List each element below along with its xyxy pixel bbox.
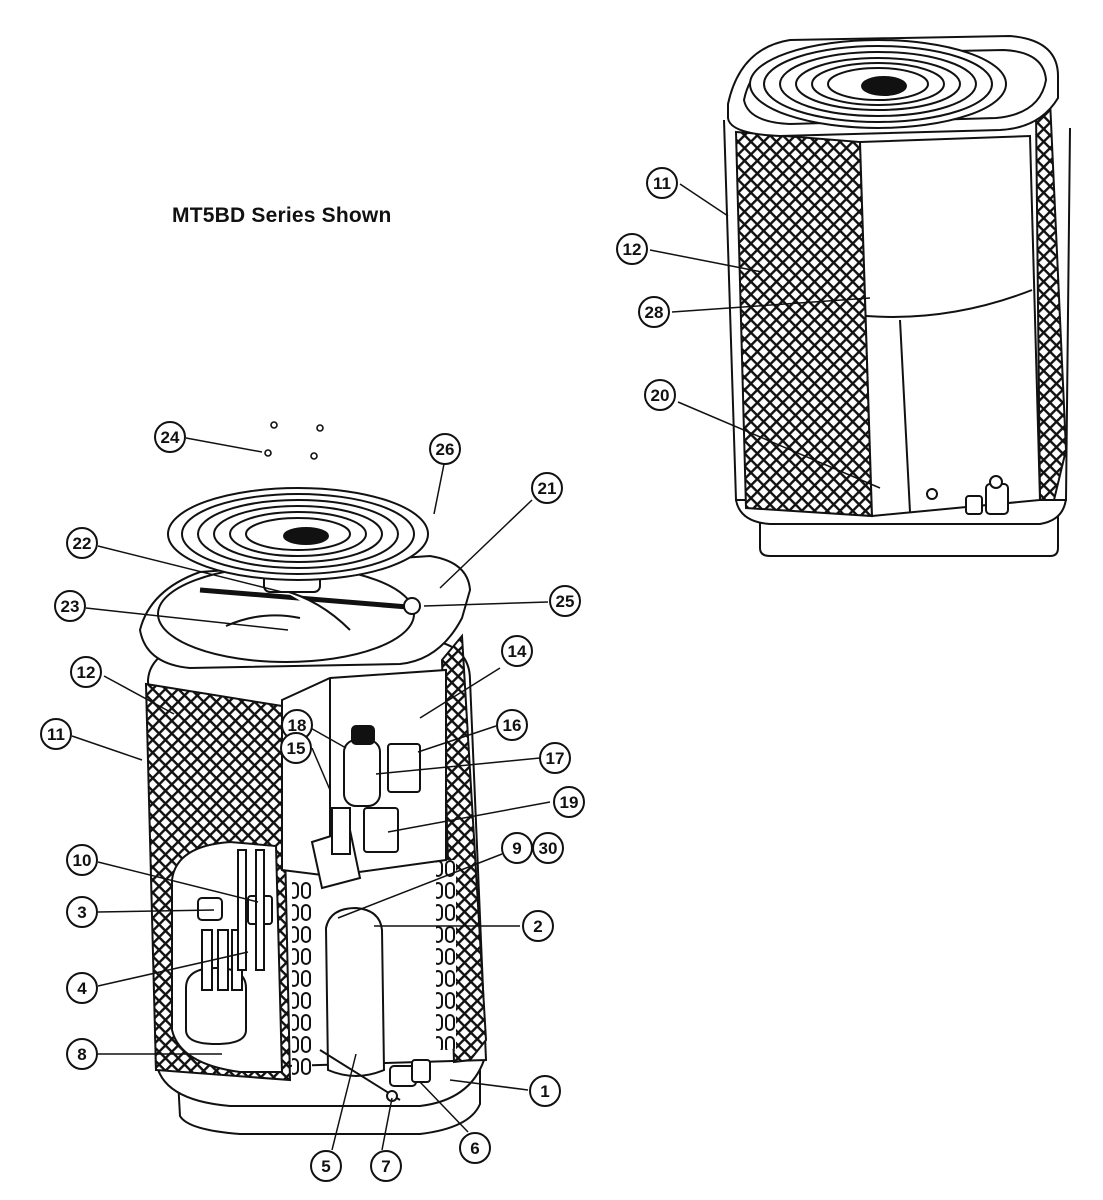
callout-circle (501, 635, 533, 667)
callout-25: 25 (549, 585, 581, 617)
callout-number: 2 (533, 917, 542, 936)
callout-24: 24 (154, 421, 186, 453)
callout-1: 1 (529, 1075, 561, 1107)
callout-circle (54, 590, 86, 622)
callout-circle (496, 709, 528, 741)
callout-17: 17 (539, 742, 571, 774)
callout-number: 8 (77, 1045, 86, 1064)
callout-circle (644, 379, 676, 411)
callout-circle (66, 972, 98, 1004)
callout-circle (459, 1132, 491, 1164)
callout-10: 10 (66, 844, 98, 876)
callout-circle (70, 656, 102, 688)
callout-7: 7 (370, 1150, 402, 1182)
callout-12: 12 (70, 656, 102, 688)
callout-circle (539, 742, 571, 774)
callout-number: 10 (73, 851, 92, 870)
callout-16: 16 (496, 709, 528, 741)
callout-circle (429, 433, 461, 465)
callout-circle (549, 585, 581, 617)
callout-circle (638, 296, 670, 328)
callout-number: 7 (381, 1157, 390, 1176)
callout-number: 3 (77, 903, 86, 922)
callout-circle (370, 1150, 402, 1182)
callout-5: 5 (310, 1150, 342, 1182)
callout-12: 12 (616, 233, 648, 265)
callout-number: 23 (61, 597, 80, 616)
callout-22: 22 (66, 527, 98, 559)
callout-number: 12 (77, 663, 96, 682)
callout-circle (553, 786, 585, 818)
callout-28: 28 (638, 296, 670, 328)
callout-number: 30 (539, 839, 558, 858)
callout-number: 20 (651, 386, 670, 405)
callout-number: 18 (288, 716, 307, 735)
callout-circle (532, 832, 564, 864)
callout-14: 14 (501, 635, 533, 667)
callout-circle (529, 1075, 561, 1107)
callout-number: 19 (560, 793, 579, 812)
callout-6: 6 (459, 1132, 491, 1164)
callout-circle (66, 1038, 98, 1070)
callout-15: 15 (280, 732, 312, 764)
callout-4: 4 (66, 972, 98, 1004)
leader-lines (71, 183, 881, 1151)
callout-circle (66, 844, 98, 876)
callout-circle (66, 896, 98, 928)
callout-number: 22 (73, 534, 92, 553)
callout-number: 5 (321, 1157, 330, 1176)
callout-circle (616, 233, 648, 265)
callout-18: 18 (281, 709, 313, 741)
callout-number: 6 (470, 1139, 479, 1158)
callout-number: 25 (556, 592, 575, 611)
callout-circle (154, 421, 186, 453)
assembled-unit (723, 34, 1071, 557)
callout-11: 11 (40, 718, 72, 750)
callout-number: 21 (538, 479, 557, 498)
callout-circle (646, 167, 678, 199)
callout-11: 11 (646, 167, 678, 199)
callout-circle (531, 472, 563, 504)
callout-21: 21 (531, 472, 563, 504)
callout-8: 8 (66, 1038, 98, 1070)
callout-number: 11 (47, 725, 65, 744)
callout-number: 24 (161, 428, 180, 447)
callout-2: 2 (522, 910, 554, 942)
callout-number: 26 (436, 440, 455, 459)
exploded-unit (138, 421, 488, 1135)
callout-number: 9 (512, 839, 521, 858)
callout-23: 23 (54, 590, 86, 622)
callout-19: 19 (553, 786, 585, 818)
callout-26: 26 (429, 433, 461, 465)
callout-circle (280, 732, 312, 764)
callout-number: 11 (653, 174, 671, 193)
callout-circle (66, 527, 98, 559)
callout-circle (310, 1150, 342, 1182)
callout-number: 14 (508, 642, 527, 661)
callout-number: 4 (77, 979, 87, 998)
callout-number: 15 (287, 739, 306, 758)
callout-number: 12 (623, 240, 642, 259)
callout-circle (522, 910, 554, 942)
callout-30: 30 (532, 832, 564, 864)
callout-9: 9 (501, 832, 533, 864)
diagram-title: MT5BD Series Shown (172, 204, 392, 227)
callout-number: 17 (546, 749, 565, 768)
callout-circle (40, 718, 72, 750)
callout-number: 28 (645, 303, 664, 322)
callout-number: 1 (540, 1082, 549, 1101)
callout-3: 3 (66, 896, 98, 928)
callout-number: 16 (503, 716, 522, 735)
callout-20: 20 (644, 379, 676, 411)
